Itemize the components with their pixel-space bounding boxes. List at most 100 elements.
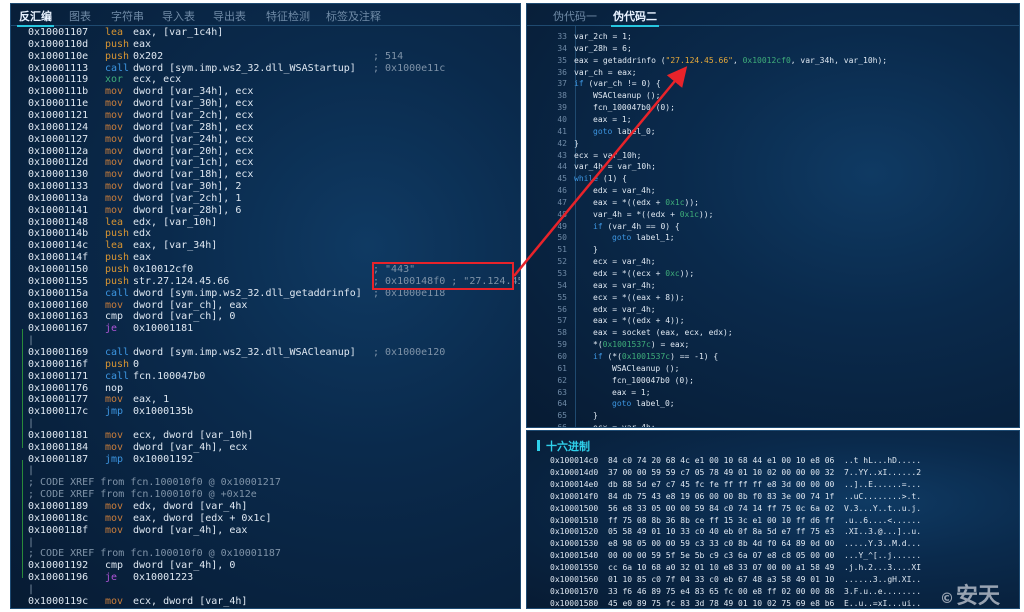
tab-4[interactable]: 导出表 (213, 10, 246, 23)
disasm-row[interactable]: ; CODE XREF from fcn.100010f0 @ 0x100012… (11, 477, 520, 488)
code-line[interactable]: 59*(0x1001537c) = eax; (527, 339, 1019, 350)
tab-3[interactable]: 导入表 (162, 10, 195, 23)
tab-5[interactable]: 特征检测 (266, 10, 310, 23)
disasm-row[interactable]: ; CODE XREF from fcn.100010f0 @ +0x12e (11, 489, 520, 500)
tab-1[interactable]: 图表 (69, 10, 91, 23)
tab-2[interactable]: 字符串 (111, 10, 144, 23)
tab-6[interactable]: 标签及注释 (326, 10, 381, 23)
code-line[interactable]: 42} (527, 138, 1019, 149)
disasm-row[interactable]: | (11, 465, 520, 476)
disasm-row[interactable]: | (11, 418, 520, 429)
tab-pseudocode-2[interactable]: 伪代码二 (611, 10, 659, 27)
tab-pseudocode-1[interactable]: 伪代码一 (553, 10, 597, 23)
disasm-row[interactable]: | (11, 335, 520, 346)
code-line[interactable]: 51} (527, 244, 1019, 255)
disasm-row[interactable]: | (11, 537, 520, 548)
disasm-row[interactable]: | (11, 584, 520, 595)
tab-0[interactable]: 反汇编 (17, 10, 54, 27)
code-line[interactable]: 65} (527, 410, 1019, 421)
disasm-row[interactable]: ; CODE XREF from fcn.100010f0 @ 0x100011… (11, 548, 520, 559)
